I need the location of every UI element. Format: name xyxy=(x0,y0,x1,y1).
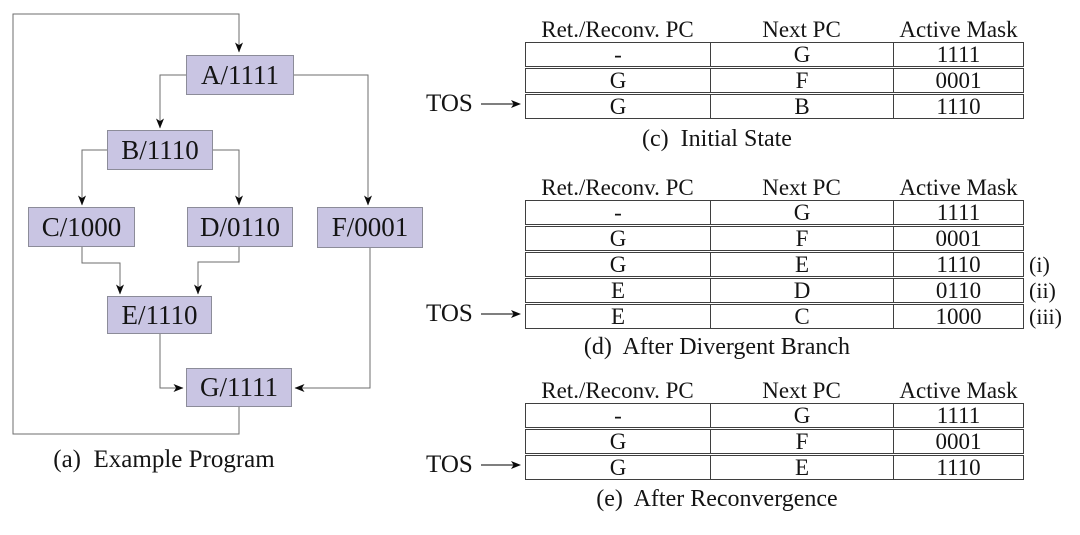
flow-node-a: A/1111 xyxy=(186,55,294,95)
flow-node-f: F/0001 xyxy=(317,207,423,248)
cell-active-mask: 1110 xyxy=(936,455,981,480)
cell-ret-pc: - xyxy=(526,404,711,427)
table-row-tos: G E 1110 xyxy=(525,455,1024,480)
tos-label: TOS xyxy=(426,451,473,478)
cell-active-mask: 1110 xyxy=(936,252,981,277)
col-header-active-mask: Active Mask xyxy=(899,175,1018,200)
cell-active-mask: 0110 xyxy=(935,278,982,303)
table-e-header-row: Ret./Reconv. PC Next PC Active Mask xyxy=(525,378,1024,404)
cell-next-pc: D xyxy=(711,279,894,302)
table-row: G F 0001 xyxy=(525,68,1024,93)
cell-next-pc: F xyxy=(711,69,894,92)
table-row: - G 1111 xyxy=(525,403,1024,428)
tos-label: TOS xyxy=(426,90,473,117)
cell-active-mask: 0001 xyxy=(935,429,982,454)
table-row-tos: G B 1110 xyxy=(525,94,1024,119)
table-row: E D 0110 xyxy=(525,278,1024,303)
table-row: G F 0001 xyxy=(525,226,1024,251)
col-header-active-mask: Active Mask xyxy=(899,378,1018,403)
cell-active-mask: 0001 xyxy=(935,226,982,251)
cell-next-pc: B xyxy=(711,95,894,118)
cell-next-pc: E xyxy=(711,456,894,479)
col-header-ret-reconv-pc: Ret./Reconv. PC xyxy=(541,175,694,200)
edge-d-to-e xyxy=(194,247,240,295)
cell-ret-pc: G xyxy=(526,95,711,118)
col-header-active-mask: Active Mask xyxy=(899,17,1018,42)
tos-label: TOS xyxy=(426,300,473,327)
flow-node-e: E/1110 xyxy=(107,296,212,334)
cell-next-pc: F xyxy=(711,227,894,250)
caption-panel-a: (a) Example Program xyxy=(53,446,275,473)
cell-next-pc: G xyxy=(711,404,894,427)
flow-node-b: B/1110 xyxy=(107,130,213,170)
table-row: - G 1111 xyxy=(525,200,1024,225)
row-tag-ii: (ii) xyxy=(1029,278,1056,303)
flow-node-g: G/1111 xyxy=(186,368,292,407)
cell-active-mask: 1110 xyxy=(936,94,981,119)
tos-arrow-icon xyxy=(480,100,521,108)
tos-pointer-e: TOS xyxy=(426,451,522,478)
cell-next-pc: E xyxy=(711,253,894,276)
cell-active-mask: 1111 xyxy=(936,403,981,428)
caption-panel-c: (c) Initial State xyxy=(642,126,792,152)
tos-arrow-icon xyxy=(480,461,521,469)
edge-a-to-f xyxy=(294,74,372,206)
table-row: G F 0001 xyxy=(525,429,1024,454)
col-header-next-pc: Next PC xyxy=(762,378,841,403)
edge-a-to-b xyxy=(156,74,186,129)
tos-pointer-d: TOS xyxy=(426,300,522,327)
caption-panel-d: (d) After Divergent Branch xyxy=(583,334,851,360)
cell-next-pc: G xyxy=(711,43,894,66)
table-row-tos: E C 1000 xyxy=(525,304,1024,329)
cell-active-mask: 0001 xyxy=(935,68,982,93)
cell-next-pc: F xyxy=(711,430,894,453)
col-header-next-pc: Next PC xyxy=(762,17,841,42)
cell-ret-pc: G xyxy=(526,456,711,479)
tos-pointer-c: TOS xyxy=(426,90,522,117)
cell-ret-pc: E xyxy=(526,305,711,328)
cell-ret-pc: G xyxy=(526,69,711,92)
table-d-header-row: Ret./Reconv. PC Next PC Active Mask xyxy=(525,175,1024,201)
cell-ret-pc: E xyxy=(526,279,711,302)
cell-ret-pc: - xyxy=(526,201,711,224)
cell-ret-pc: G xyxy=(526,227,711,250)
table-c-header-row: Ret./Reconv. PC Next PC Active Mask xyxy=(525,17,1024,43)
col-header-next-pc: Next PC xyxy=(762,175,841,200)
cell-next-pc: C xyxy=(711,305,894,328)
flow-node-d: D/0110 xyxy=(187,207,293,247)
col-header-ret-reconv-pc: Ret./Reconv. PC xyxy=(541,17,694,42)
table-row: - G 1111 xyxy=(525,42,1024,67)
edge-f-to-g xyxy=(294,248,371,392)
cell-ret-pc: G xyxy=(526,430,711,453)
caption-panel-e: (e) After Reconvergence xyxy=(596,486,838,512)
table-row: G E 1110 xyxy=(525,252,1024,277)
cell-ret-pc: G xyxy=(526,253,711,276)
flow-node-c: C/1000 xyxy=(28,207,135,247)
edge-b-to-c xyxy=(78,149,107,206)
cell-active-mask: 1111 xyxy=(936,200,981,225)
edge-g-loop-to-a xyxy=(12,13,243,435)
row-tag-i: (i) xyxy=(1029,252,1050,277)
col-header-ret-reconv-pc: Ret./Reconv. PC xyxy=(541,378,694,403)
cell-active-mask: 1111 xyxy=(936,42,981,67)
cell-active-mask: 1000 xyxy=(935,304,982,329)
edge-c-to-e xyxy=(81,247,124,295)
tos-arrow-icon xyxy=(480,310,521,318)
row-tag-iii: (iii) xyxy=(1029,304,1062,329)
cell-next-pc: G xyxy=(711,201,894,224)
cell-ret-pc: - xyxy=(526,43,711,66)
edge-b-to-d xyxy=(213,149,243,206)
edge-e-to-g xyxy=(159,334,184,392)
